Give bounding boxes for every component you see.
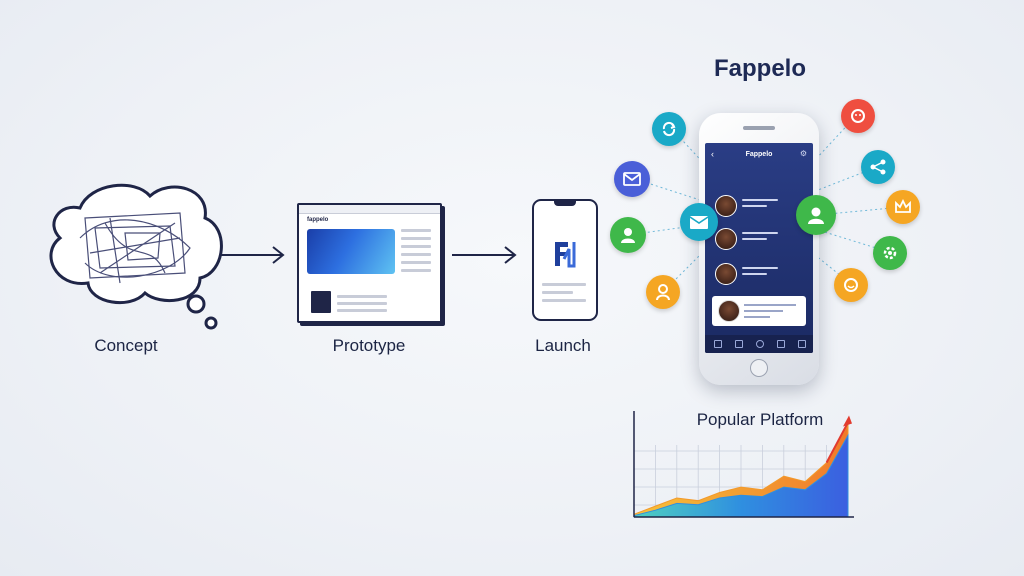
text-placeholder xyxy=(742,232,778,244)
crown-icon xyxy=(886,190,920,224)
avatar xyxy=(715,195,737,217)
avatar xyxy=(715,228,737,250)
person-icon xyxy=(646,275,680,309)
search-icon[interactable] xyxy=(735,340,743,348)
brand-title: Fappelo xyxy=(713,55,806,82)
growth-chart xyxy=(633,411,854,518)
app-screen: ‹ Fappelo ⚙ xyxy=(705,143,813,353)
phone-notch xyxy=(554,201,576,206)
list-item[interactable] xyxy=(715,228,778,250)
text-placeholder xyxy=(542,283,586,307)
stage-label-launch: Launch xyxy=(535,336,591,355)
stage-label-concept: Concept xyxy=(94,336,158,355)
list-item[interactable] xyxy=(715,195,778,217)
mail-icon xyxy=(680,203,718,241)
launch-phone xyxy=(532,199,598,321)
face-icon xyxy=(841,99,875,133)
text-placeholder xyxy=(744,304,796,322)
bell-icon[interactable] xyxy=(777,340,785,348)
chart-title: Popular Platform xyxy=(696,410,824,429)
text-placeholder xyxy=(337,295,387,316)
user-icon xyxy=(796,195,836,235)
add-icon[interactable] xyxy=(756,340,764,348)
chat-icon xyxy=(834,268,868,302)
app-phone: ‹ Fappelo ⚙ xyxy=(699,113,819,385)
settings-icon[interactable]: ⚙ xyxy=(799,149,807,158)
app-logo-icon xyxy=(555,242,576,268)
trend-arrowhead xyxy=(843,415,852,427)
mail-icon xyxy=(614,161,650,197)
arrow-right-icon xyxy=(452,246,517,264)
phone-speaker xyxy=(743,126,775,130)
prototype-title: fappelo xyxy=(307,217,329,223)
home-button[interactable] xyxy=(750,359,768,377)
avatar xyxy=(718,300,740,322)
user-icon xyxy=(610,217,646,253)
home-icon[interactable] xyxy=(714,340,722,348)
window-titlebar xyxy=(299,205,440,214)
stage-label-prototype: Prototype xyxy=(332,336,406,355)
sidebar-placeholder xyxy=(401,229,431,277)
hero-banner xyxy=(307,229,395,274)
series-area-1 xyxy=(633,433,849,518)
prototype-window: fappelo xyxy=(297,203,442,323)
concept-cloud xyxy=(49,183,223,330)
refresh-icon xyxy=(652,112,686,146)
app-screen-title: Fappelo xyxy=(745,151,773,158)
profile-icon[interactable] xyxy=(798,340,806,348)
text-placeholder xyxy=(742,267,778,279)
text-placeholder xyxy=(742,199,778,211)
trend-arrow-icon xyxy=(825,415,852,464)
share-icon xyxy=(861,150,895,184)
trend-line xyxy=(825,422,849,464)
tab-bar xyxy=(705,335,813,353)
back-icon[interactable]: ‹ xyxy=(711,149,714,159)
post-card[interactable] xyxy=(712,296,806,326)
thumbnail xyxy=(311,291,331,313)
arrow-right-icon xyxy=(220,246,285,264)
settings-icon xyxy=(873,236,907,270)
avatar xyxy=(715,263,737,285)
list-item[interactable] xyxy=(715,263,778,285)
